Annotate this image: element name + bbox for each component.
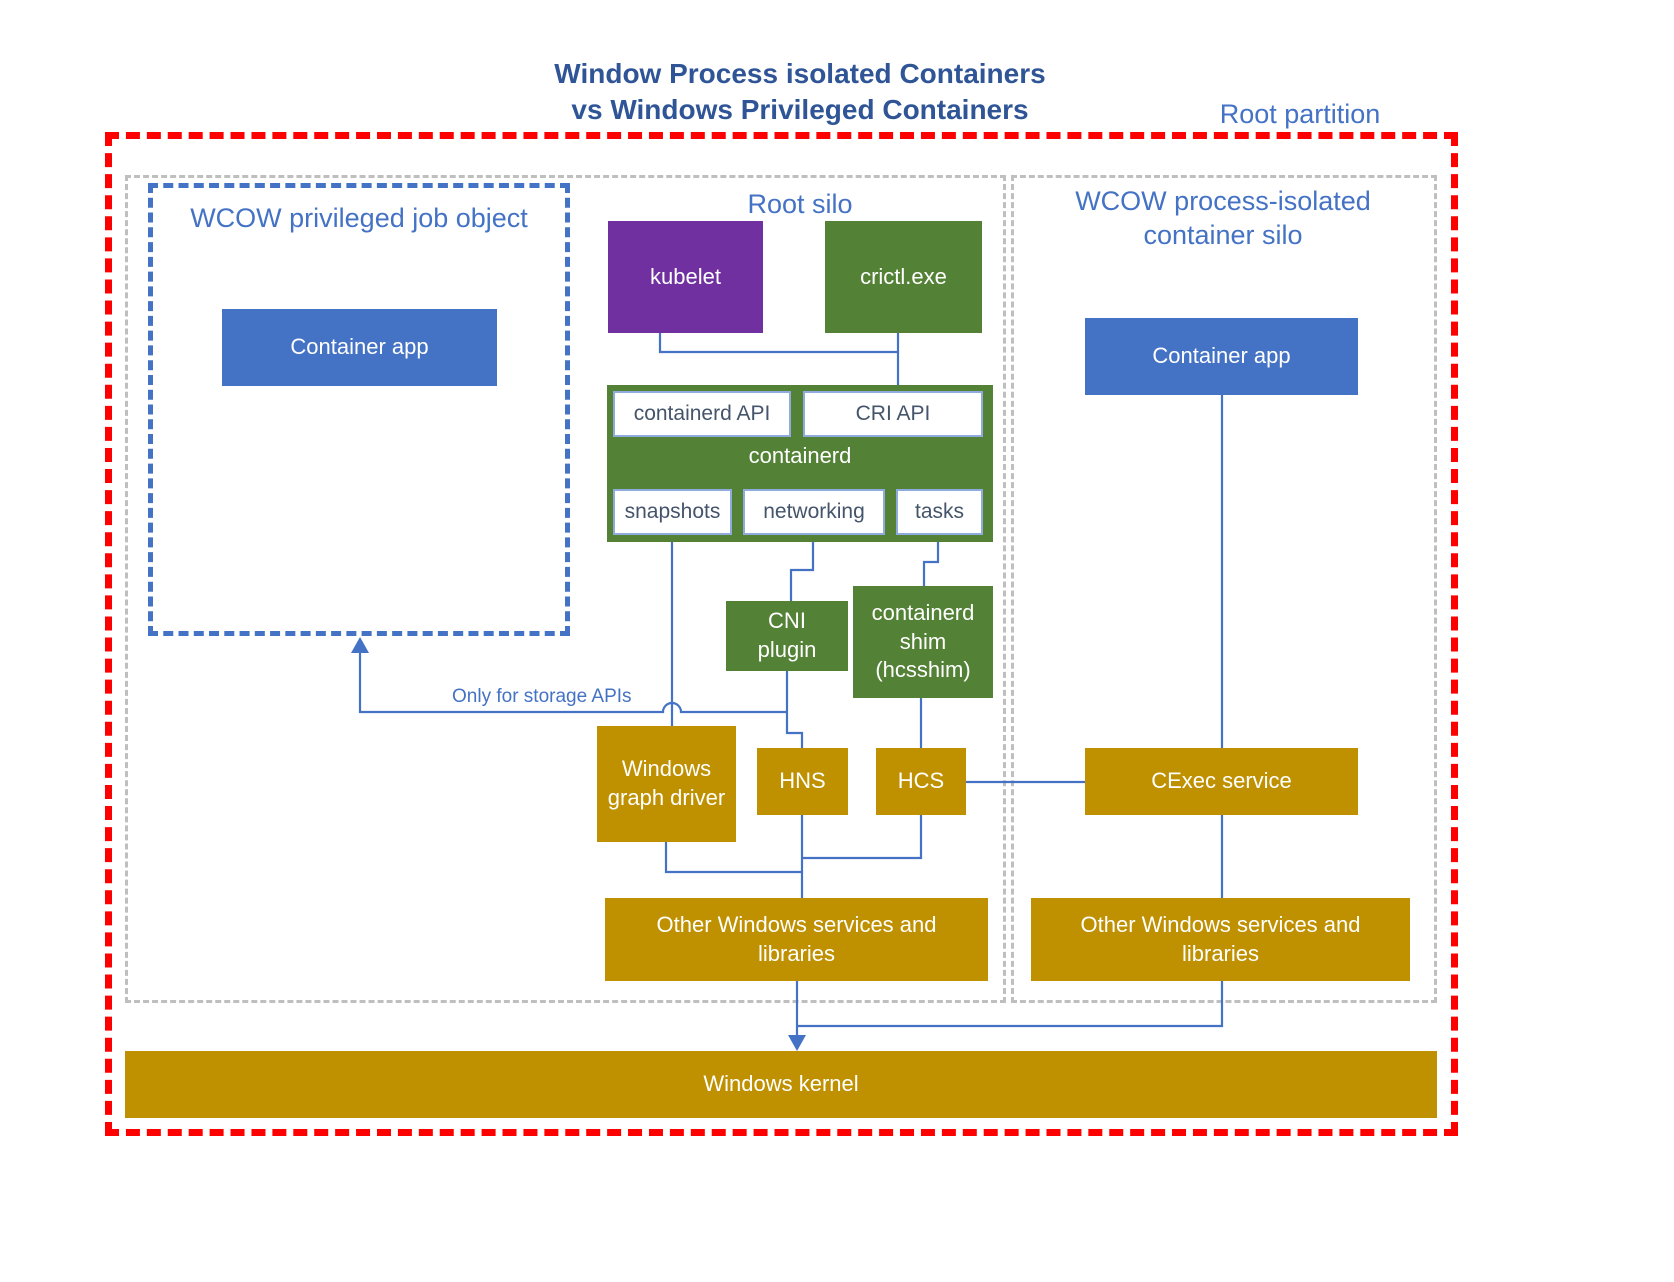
root-silo-region-boundary [125, 175, 1006, 1003]
diagram-title-line2: vs Windows Privileged Containers [571, 94, 1029, 126]
container-silo-region-boundary [1011, 175, 1437, 1003]
diagram-title-line1: Window Process isolated Containers [554, 58, 1046, 89]
networking-node: networking [743, 489, 885, 535]
containerd-shim-node: containerd shim (hcsshim) [853, 586, 993, 698]
container-app-left-node: Container app [222, 309, 497, 386]
storage-apis-note: Only for storage APIs [452, 686, 632, 707]
root-silo-label: Root silo [747, 189, 853, 219]
snapshots-node: snapshots [613, 489, 732, 535]
cri-api-node: CRI API [803, 391, 983, 437]
diagram-title: Window Process isolated Containers vs Wi… [360, 56, 1240, 129]
container-app-right-node: Container app [1085, 318, 1358, 395]
privileged-job-object-boundary [148, 183, 570, 636]
container-silo-label-line2: container silo [1143, 219, 1303, 250]
privileged-job-object-label: WCOW privileged job object [190, 203, 528, 233]
cexec-service-node: CExec service [1085, 748, 1358, 815]
containerd-node: containerd API CRI API containerd snapsh… [607, 385, 993, 542]
cni-plugin-node: CNI plugin [726, 601, 848, 671]
tasks-node: tasks [896, 489, 983, 535]
root-partition-boundary [105, 132, 1458, 1136]
windows-kernel-node: Windows kernel [125, 1051, 1437, 1118]
root-partition-label: Root partition [1219, 99, 1381, 129]
crictl-node: crictl.exe [825, 221, 982, 333]
other-windows-services-left-node: Other Windows services and libraries [605, 898, 988, 981]
container-silo-label: WCOW process-isolated container silo [1040, 185, 1406, 253]
hns-node: HNS [757, 748, 848, 815]
windows-graph-driver-node: Windows graph driver [597, 726, 736, 842]
container-silo-label-line1: WCOW process-isolated [1075, 186, 1371, 216]
kubelet-node: kubelet [608, 221, 763, 333]
hcs-node: HCS [876, 748, 966, 815]
other-windows-services-right-node: Other Windows services and libraries [1031, 898, 1410, 981]
containerd-api-node: containerd API [613, 391, 791, 437]
containerd-label: containerd [748, 443, 852, 468]
